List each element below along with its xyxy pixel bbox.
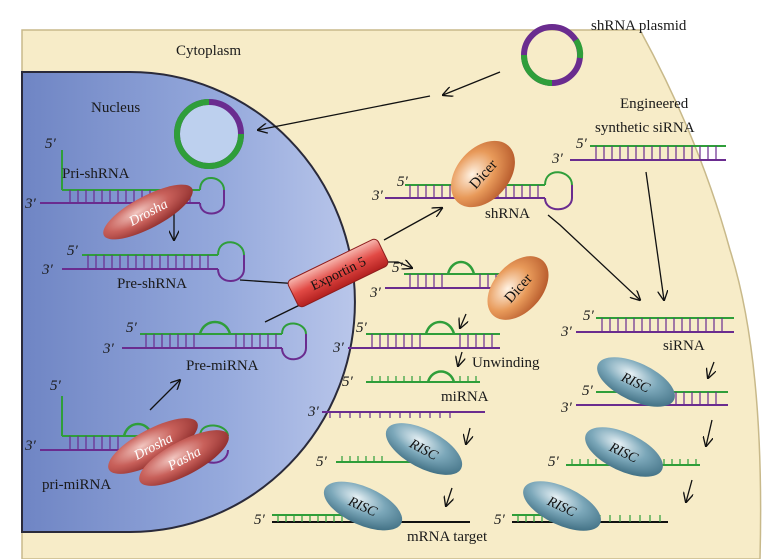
- three-prime-label: 3′: [24, 196, 37, 212]
- engineered-sirna-molecule: [570, 145, 726, 161]
- three-prime-label: 3′: [369, 285, 382, 301]
- exportin-5-protein: Exportin 5: [287, 238, 389, 308]
- unwinding-label: Unwinding: [472, 355, 540, 371]
- mrna-strand-1: [322, 411, 485, 418]
- three-prime-label: 3′: [560, 400, 573, 416]
- three-prime-label: 3′: [24, 438, 37, 454]
- dicer-enzyme-1: Dicer: [451, 140, 515, 208]
- engineered-label-line2: synthetic siRNA: [595, 120, 695, 136]
- five-prime-label: 5′: [582, 383, 594, 399]
- risc-complex-5: RISC: [523, 481, 601, 531]
- three-prime-label: 3′: [551, 151, 564, 167]
- cytoplasm-label: Cytoplasm: [176, 43, 241, 59]
- nuclear-plasmid-icon: [174, 99, 244, 169]
- five-prime-label: 5′: [548, 454, 560, 470]
- pri-shrna-label: Pri-shRNA: [62, 166, 130, 182]
- three-prime-label: 3′: [371, 188, 384, 204]
- three-prime-label: 3′: [307, 404, 320, 420]
- mrna-target-label: mRNA target: [407, 529, 488, 545]
- pri-mirna-label: pri-miRNA: [42, 477, 111, 493]
- five-prime-label: 5′: [494, 512, 506, 528]
- pre-mirna-molecule: [122, 320, 307, 361]
- five-prime-label: 5′: [254, 512, 266, 528]
- pasha-enzyme: Pasha: [139, 430, 229, 486]
- five-prime-label: 5′: [45, 136, 57, 152]
- five-prime-label: 5′: [356, 320, 368, 336]
- five-prime-label: 5′: [397, 174, 409, 190]
- nucleus-label: Nucleus: [91, 100, 140, 116]
- nucleus-region: [21, 71, 356, 533]
- five-prime-label: 5′: [126, 320, 138, 336]
- five-prime-label: 5′: [50, 378, 62, 394]
- risc-complex-4: RISC: [585, 427, 663, 477]
- three-prime-label: 3′: [41, 262, 54, 278]
- five-prime-label: 5′: [316, 454, 328, 470]
- three-prime-label: 3′: [332, 340, 345, 356]
- five-prime-label: 5′: [576, 136, 588, 152]
- risc-complex-3: RISC: [597, 357, 675, 407]
- shrna-label: shRNA: [485, 206, 530, 222]
- mirna-label: miRNA: [441, 389, 489, 405]
- mature-mirna-molecule: [366, 370, 480, 383]
- three-prime-label: 3′: [560, 324, 573, 340]
- pre-shrna-molecule: [62, 241, 245, 282]
- five-prime-label: 5′: [67, 243, 79, 259]
- engineered-label-line1: Engineered: [620, 96, 689, 112]
- dicer-enzyme-2: Dicer: [487, 256, 549, 320]
- pre-mirna-label: Pre-miRNA: [186, 358, 259, 374]
- shrna-plasmid-label: shRNA plasmid: [591, 18, 687, 34]
- five-prime-label: 5′: [392, 260, 404, 276]
- sirna-label: siRNA: [663, 338, 705, 354]
- risc-complex-1: RISC: [385, 423, 463, 475]
- strand-end-labels: 5′ 3′ 5′ 3′ 5′ 3′ 5′ 3′ 5′ 3′ 5′ 3′ 5′ 3…: [24, 136, 595, 528]
- three-prime-label: 3′: [102, 341, 115, 357]
- risc-complex-2: RISC: [323, 481, 403, 531]
- sirna-molecule: [576, 317, 734, 333]
- five-prime-label: 5′: [583, 308, 595, 324]
- shrna-plasmid-icon: [521, 24, 584, 86]
- pre-shrna-label: Pre-shRNA: [117, 276, 187, 292]
- five-prime-label: 5′: [342, 374, 354, 390]
- mirna-duplex-molecule: [348, 320, 500, 349]
